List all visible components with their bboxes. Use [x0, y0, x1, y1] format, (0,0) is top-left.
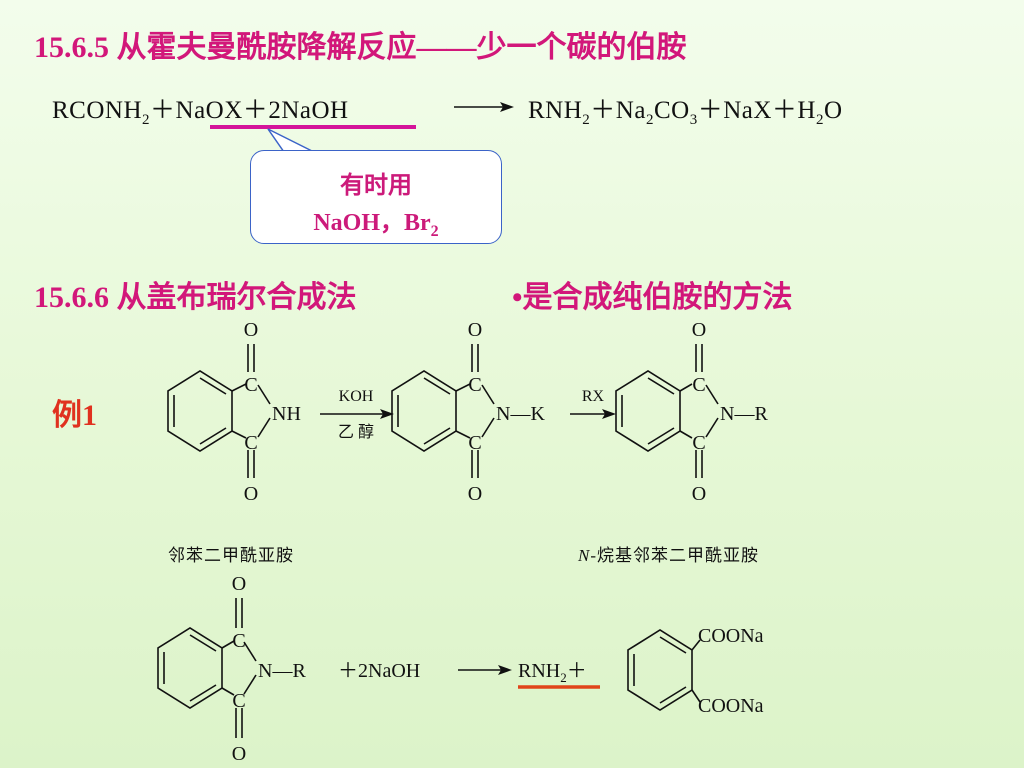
- carboxylate-top: COONa: [698, 625, 764, 647]
- hofmann-equation: RCONH2＋NaOX＋2NaOH: [52, 90, 349, 129]
- example-label: 例1: [52, 399, 97, 432]
- phthalate-structure: [627, 629, 701, 711]
- atom-c-top-3: C: [692, 374, 705, 396]
- arrow-hydrolysis-head: [498, 665, 512, 675]
- atom-o-top-4: O: [232, 573, 246, 595]
- prod-na-sub: 2: [645, 112, 654, 128]
- prod-amine: RNH: [528, 97, 583, 124]
- nh-label: NH: [272, 403, 301, 425]
- atom-c-top-2: C: [468, 374, 481, 396]
- eq-plus-2: ＋: [242, 97, 269, 124]
- reagent-koh: KOH: [339, 388, 374, 405]
- callout-note: 有时用 NaOH，Br2: [250, 150, 502, 244]
- reagent-naoh: ＋2NaOH: [338, 660, 420, 682]
- phthalimide-structure: [167, 344, 271, 478]
- eq-base-naoh: 2NaOH: [268, 97, 349, 124]
- atom-o-bottom-1: O: [244, 483, 258, 505]
- reagent-rx: RX: [582, 388, 605, 405]
- product-amine: RNH2＋: [518, 660, 587, 685]
- nr-label: N—R: [720, 403, 768, 425]
- atom-o-bottom-4: O: [232, 743, 246, 765]
- arrow-rx-head: [602, 409, 616, 419]
- caption-n-alkyl-phthalimide: N-烷基邻苯二甲酰亚胺: [578, 541, 759, 566]
- prod-h-sub: 2: [815, 112, 824, 128]
- reagent-underline: [210, 125, 416, 129]
- note-line-2: NaOH，Br2: [251, 202, 501, 241]
- arrow-koh-head: [380, 409, 394, 419]
- n-alkyl-phthalimide-reactant: [157, 598, 257, 738]
- atom-c-bottom-3: C: [692, 432, 705, 454]
- prod-co: CO: [653, 97, 690, 124]
- nr-label-2: N—R: [258, 660, 306, 682]
- note-reagents: NaOH，Br: [313, 210, 431, 236]
- eq-amide-sub: 2: [142, 112, 151, 128]
- caption-n-italic: N: [578, 546, 591, 565]
- atom-o-bottom-3: O: [692, 483, 706, 505]
- carboxylate-bottom: COONa: [698, 695, 764, 717]
- nk-label: N—K: [496, 403, 545, 425]
- atom-c-bottom-4: C: [232, 690, 245, 712]
- prod-naxh: ＋NaX＋H: [697, 97, 816, 124]
- atom-o-top-1: O: [244, 319, 258, 341]
- atom-o-top-3: O: [692, 319, 706, 341]
- atom-c-top-4: C: [232, 630, 245, 652]
- section-title-gabriel: 15.6.6 从盖布瑞尔合成法: [34, 281, 357, 314]
- potassium-phthalimide-structure: [391, 344, 495, 478]
- atom-o-bottom-2: O: [468, 483, 482, 505]
- prod-co-sub: 3: [689, 112, 698, 128]
- atom-c-bottom-1: C: [244, 432, 257, 454]
- hofmann-products: RNH2＋Na2CO3＋NaX＋H2O: [528, 90, 843, 129]
- caption-phthalimide: 邻苯二甲酰亚胺: [168, 546, 294, 565]
- eq-amide: RCONH: [52, 97, 143, 124]
- prod-amine-sub: 2: [582, 112, 591, 128]
- n-alkyl-phthalimide-structure: [615, 344, 719, 478]
- hofmann-arrow: [454, 102, 514, 112]
- section-bullet: •是合成纯伯胺的方法: [512, 281, 793, 314]
- eq-plus-1: ＋: [150, 97, 176, 124]
- prod-na: ＋Na: [590, 97, 646, 124]
- caption-n-rest: -烷基邻苯二甲酰亚胺: [590, 546, 760, 565]
- atom-c-top-1: C: [244, 374, 257, 396]
- note-reagents-sub: 2: [430, 222, 439, 240]
- reagent-ethanol: 乙 醇: [338, 423, 374, 441]
- eq-reagent-naox: NaOX: [175, 97, 243, 124]
- atom-c-bottom-2: C: [468, 432, 481, 454]
- note-line-1: 有时用: [340, 173, 412, 199]
- section-title-hofmann: 15.6.5 从霍夫曼酰胺降解反应——少一个碳的伯胺: [34, 31, 687, 64]
- prod-o: O: [823, 97, 843, 124]
- atom-o-top-2: O: [468, 319, 482, 341]
